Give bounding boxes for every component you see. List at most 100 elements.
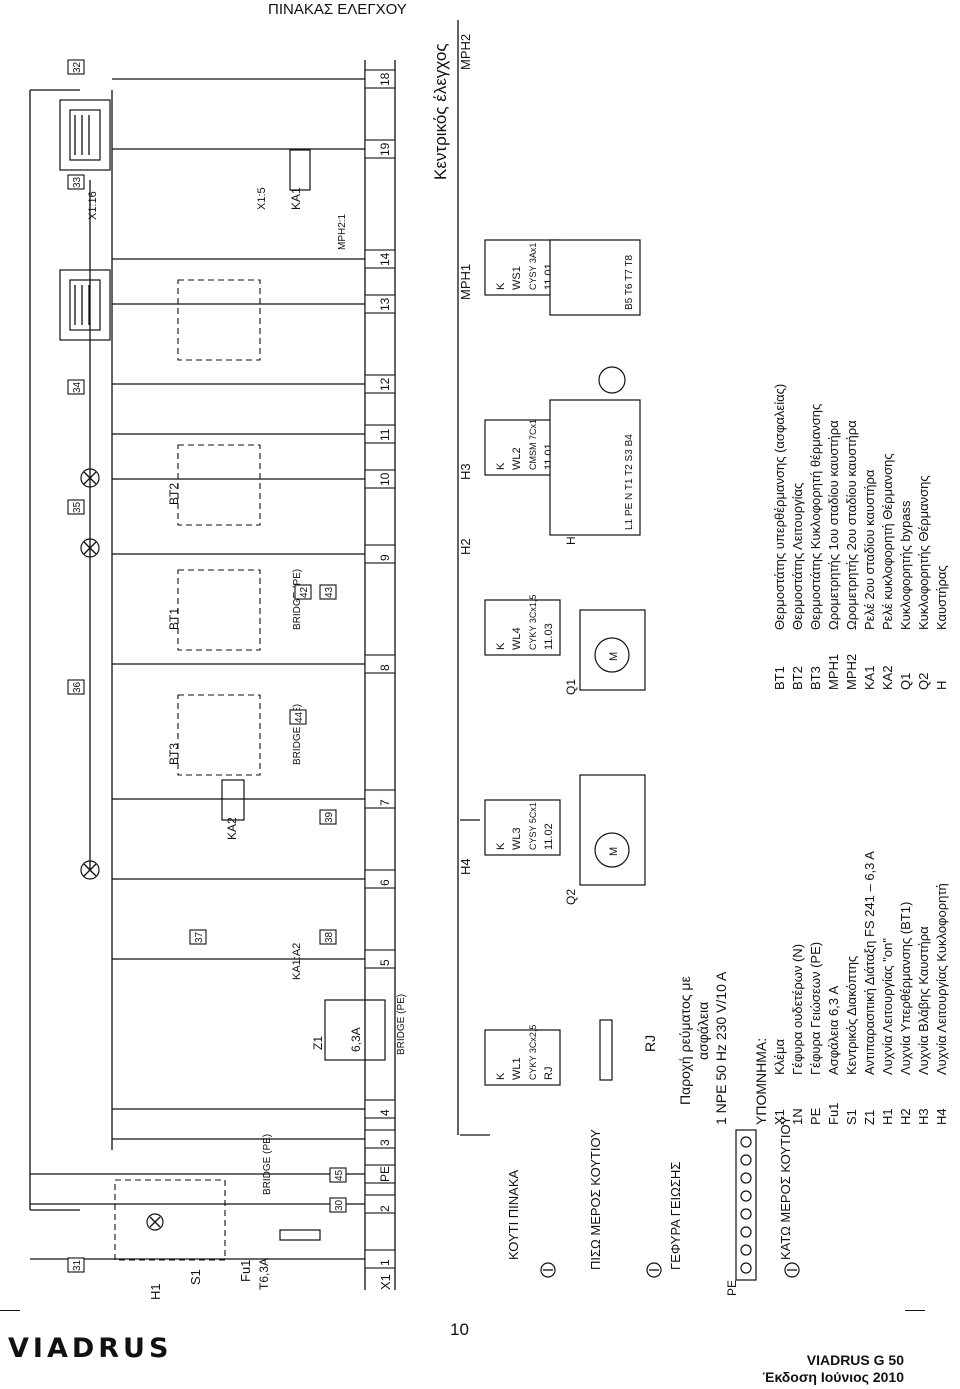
legend-code: H4 (934, 1108, 949, 1125)
mph1-label: MPH1 (458, 264, 473, 300)
cable-wl4 (484, 599, 561, 656)
wire-33: 33 (72, 176, 83, 188)
terminal-13: 13 (378, 297, 392, 311)
supply-line-3: 1 NPE 50 Hz 230 V/10 A (713, 971, 729, 1125)
pe-bridge-strip (735, 1129, 757, 1281)
rj-label: RJ (642, 1035, 658, 1052)
terminal-7: 7 (378, 799, 392, 806)
terminal-18: 18 (378, 72, 392, 86)
cable-wl1 (484, 1029, 561, 1086)
legend-text: Ασφάλεια 6,3 A (826, 985, 841, 1075)
legend-code: BT2 (790, 666, 805, 690)
bt3-block (177, 694, 261, 776)
burner-plug (549, 399, 641, 536)
cable-wl2-type: CMSM 7Cx1 (528, 419, 538, 470)
legend-text: Καυστήρας (934, 565, 949, 630)
svg-text:M: M (608, 847, 620, 856)
legend-code: H3 (916, 1108, 931, 1125)
box-bottom-label: ΚΑΤΩ ΜΕΡΟΣ ΚΟΥΤΙΟΥ (778, 1116, 793, 1260)
z1-rating: 6,3A (349, 1027, 363, 1052)
s1-switch-block (114, 1179, 226, 1261)
burner-motor-icon (598, 366, 626, 394)
legend-code: S1 (844, 1109, 859, 1125)
mph2-1-label: MPH2:1 (337, 213, 348, 250)
legend-text: Λυχνία Βλάβης Καυστήρα (916, 926, 931, 1075)
terminal-19: 19 (378, 142, 392, 156)
x1-label: X1 (378, 1274, 393, 1290)
legend-code: KA2 (880, 665, 895, 690)
wire-39: 39 (324, 811, 335, 823)
cable-wl4-code: 11.03 (543, 623, 555, 650)
cable-ws1-k: K (495, 282, 507, 290)
legend-code: MPH2 (844, 654, 859, 690)
mph2-label: MPH2 (458, 34, 473, 70)
h4-label: H4 (458, 858, 473, 875)
legend-text: Θερμοστάτης Κυκλοφορητή θέρμανσης (808, 404, 823, 630)
terminal-12: 12 (378, 377, 392, 391)
z1-filter (324, 999, 386, 1061)
legend-code: Z1 (862, 1110, 877, 1125)
burner-pins: L1 PE N T1 T2 S3 B4 (624, 434, 635, 530)
legend-text: Κεντρικός Διακόπτης (844, 956, 859, 1075)
supply-line-1: Παροχή ρεύματος με (677, 976, 693, 1105)
bt2-label: BT2 (167, 483, 181, 505)
ka2-label: KA2 (225, 817, 239, 840)
burner-plug-2 (549, 239, 641, 316)
legend-code: MPH1 (826, 654, 841, 690)
cable-ws1-name: WS1 (511, 266, 523, 290)
terminal-11: 11 (378, 428, 392, 441)
legend-text: Γέφυρα ουδετέρων (N) (790, 944, 805, 1075)
wire-34: 34 (72, 381, 83, 393)
legend-text: Ρελέ κυκλοφορητή Θέρμανσης (880, 453, 895, 630)
legend-code: Q1 (898, 673, 913, 690)
footer-edition: Έκδοση Ιούνιος 2010 (762, 1369, 904, 1385)
rj-plug (599, 1019, 613, 1081)
legend-code: H2 (898, 1108, 913, 1125)
cable-wl4-k: K (495, 642, 507, 650)
cable-wl3-k: K (495, 842, 507, 850)
legend-text: Ωρομετρητής 1ου σταδίου καυστήρα (826, 420, 841, 630)
cable-ws1-type: CYSY 3Ax1 (528, 243, 538, 290)
legend-text: Ρελέ 2ου σταδίου καυστήρα (862, 469, 877, 630)
bt1-label: BT1 (167, 608, 181, 630)
q1-label: Q1 (564, 679, 578, 695)
ka2-relay (221, 779, 245, 821)
fu1-rating: T6,3A (257, 1258, 271, 1290)
earth-bridge-label: ΓΕΦΥΡΑ ΓΕΙΩΣΗΣ (668, 1162, 683, 1270)
legend-text: Λυχνία Λειτουργίας "on" (880, 938, 895, 1075)
bridge-label-2: BRIDGE (PE) (292, 704, 303, 765)
cable-wl4-type: CYKY 3Cx1,5 (528, 595, 538, 650)
x1-16-label: X1:16 (87, 191, 99, 220)
fu1-fuse (279, 1229, 321, 1241)
wire-30: 30 (334, 1199, 345, 1211)
wire-32: 32 (72, 61, 83, 73)
terminal-6: 6 (378, 879, 392, 886)
wire-38: 38 (324, 931, 335, 943)
control-room-label: Κεντρικός έλεγχος (431, 43, 450, 180)
footer-model: VIADRUS G 50 (806, 1352, 904, 1368)
cable-wl1-name: WL1 (511, 1057, 523, 1080)
h1-label: H1 (148, 1283, 163, 1300)
burner-label: H (564, 536, 578, 545)
panel-title: ΠΙΝΑΚΑΣ ΕΛΕΓΧΟΥ (268, 1, 407, 18)
cable-wl1-code: RJ (543, 1067, 555, 1080)
legend-code: Fu1 (826, 1103, 841, 1125)
wire-36: 36 (72, 681, 83, 693)
cable-wl3-code: 11.02 (543, 823, 555, 850)
box-back-label: ΠΙΣΩ ΜΕΡΟΣ ΚΟΥΤΙΟΥ (588, 1129, 603, 1270)
ka1-relay (289, 149, 311, 191)
bt3-label: BT3 (167, 743, 181, 765)
wire-42: 42 (299, 586, 310, 598)
legend-code: H (934, 681, 949, 690)
q2-motor-icon: M (579, 774, 646, 886)
terminal-strip (364, 69, 396, 1269)
page-number: 10 (450, 1320, 469, 1339)
fu1-label: Fu1 (238, 1260, 253, 1282)
wire-35: 35 (72, 501, 83, 513)
legend-text: Θερμοστάτης υπερθέρμανσης (ασφαλείας) (772, 384, 787, 630)
wire-31: 31 (72, 1259, 83, 1271)
terminal-3: 3 (378, 1139, 392, 1146)
terminal-pe: PE (378, 1166, 392, 1182)
supply-line-2: ασφάλεια (695, 1002, 711, 1060)
h3-label: H3 (458, 463, 473, 480)
